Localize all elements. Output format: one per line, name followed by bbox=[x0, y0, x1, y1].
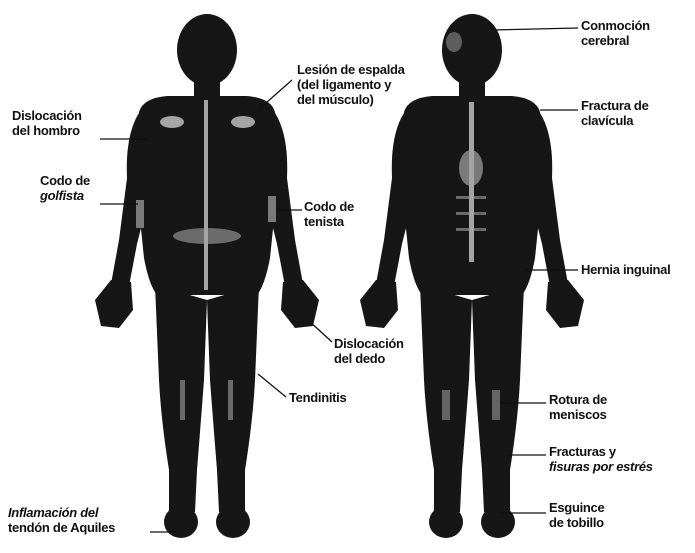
label-tendinitis: Tendinitis bbox=[289, 390, 346, 405]
label-hernia-inguinal: Hernia inguinal bbox=[581, 262, 670, 277]
